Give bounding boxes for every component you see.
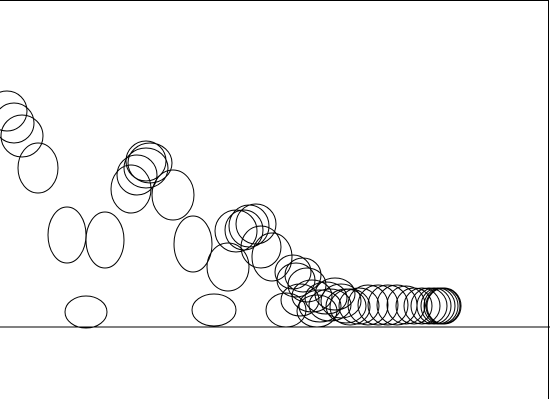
ball-frame-48	[280, 283, 320, 317]
ball-frame-27	[320, 283, 362, 319]
ball-frame-1	[0, 90, 28, 132]
ball-frame-31	[357, 284, 399, 326]
ball-frame-51	[224, 209, 264, 251]
ball-frame-13	[151, 169, 195, 221]
ball-frame-16	[214, 209, 258, 253]
ball-frame-11	[127, 142, 173, 184]
ball-frame-2	[0, 102, 35, 144]
ball-frame-5	[47, 206, 87, 264]
ball-frame-49	[274, 254, 312, 290]
ball-frame-50	[240, 225, 282, 269]
ball-frame-22	[284, 257, 322, 293]
ball-frame-20	[265, 292, 307, 328]
ball-frame-42	[426, 287, 462, 325]
ball-frame-9	[116, 154, 158, 196]
ball-frame-6	[85, 211, 125, 269]
ball-frame-44	[298, 289, 342, 323]
ball-frame-4	[17, 142, 59, 194]
ball-frame-19	[251, 232, 293, 282]
ball-trail-group	[0, 90, 462, 329]
ball-frame-38	[416, 287, 452, 325]
ball-frame-46	[325, 288, 367, 324]
ball-frame-3	[0, 114, 44, 158]
ball-frame-10	[123, 147, 169, 189]
ball-frame-26	[314, 277, 356, 311]
ball-frame-12	[125, 140, 167, 182]
ball-frame-35	[395, 287, 433, 325]
ball-frame-36	[403, 287, 441, 325]
ball-frame-25	[304, 281, 348, 315]
ball-frame-29	[338, 287, 380, 325]
ball-frame-7	[64, 295, 108, 329]
ball-frame-14	[173, 215, 213, 273]
ball-frame-30	[347, 284, 389, 326]
ball-frame-37	[410, 287, 448, 325]
ball-frame-34	[386, 285, 426, 325]
ball-frame-24	[296, 294, 338, 328]
ball-frame-15	[206, 242, 250, 292]
ball-frame-18	[235, 203, 277, 245]
ball-frame-32	[367, 284, 409, 326]
ball-frame-40	[423, 287, 459, 325]
ball-frame-43	[191, 293, 237, 327]
